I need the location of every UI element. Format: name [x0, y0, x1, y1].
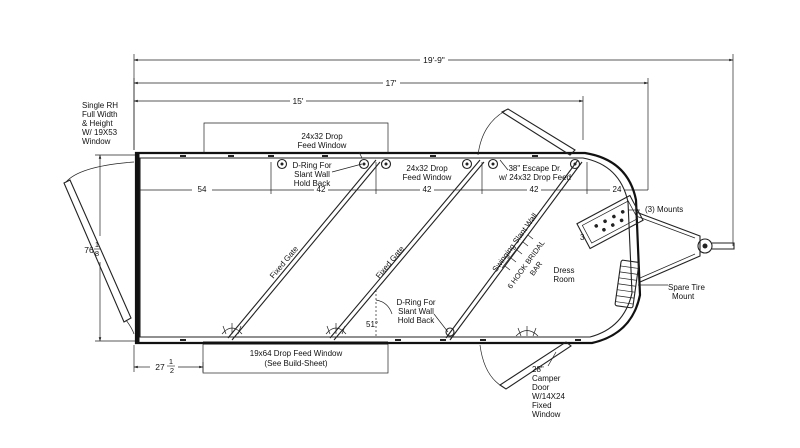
drop-feed-window-bottom: 19x64 Drop Feed Window (See Build-Sheet)	[250, 349, 343, 368]
svg-text:19x64 Drop Feed Window: 19x64 Drop Feed Window	[250, 349, 343, 358]
svg-text:(See Build-Sheet): (See Build-Sheet)	[264, 359, 327, 368]
d-ring-icon	[569, 158, 581, 170]
svg-text:Full Width: Full Width	[82, 110, 118, 119]
trailer-tongue	[635, 211, 735, 283]
svg-text:Slant Wall: Slant Wall	[398, 307, 434, 316]
svg-text:Feed Window: Feed Window	[298, 141, 347, 150]
dim-42-a: 42	[317, 185, 326, 194]
svg-text:24x32 Drop: 24x32 Drop	[406, 164, 448, 173]
swinging-slant-wall-label: Swinging Slant Wall	[491, 211, 540, 273]
d-ring-icon	[380, 158, 392, 170]
interior-fixtures: 3	[227, 159, 644, 341]
svg-text:Room: Room	[553, 275, 575, 284]
dim-rear: 27 1 2	[155, 357, 175, 375]
escape-door-label: 38" Escape Dr. w/ 24x32 Drop Feed	[498, 164, 571, 182]
svg-text:2: 2	[170, 366, 174, 375]
svg-text:Hold Back: Hold Back	[294, 179, 331, 188]
mounts-label: (3) Mounts	[645, 205, 683, 214]
roof-vent-icon	[515, 326, 539, 337]
top-feed-window-outline	[203, 122, 389, 153]
svg-text:24x32 Drop: 24x32 Drop	[301, 132, 343, 141]
hitch-coupler-icon	[697, 238, 713, 254]
d-ring-icon	[276, 158, 288, 170]
svg-text:Fixed: Fixed	[532, 401, 552, 410]
roof-vent-icon	[221, 323, 243, 335]
spare-tire-icon	[614, 259, 640, 309]
svg-text:Feed Window: Feed Window	[403, 173, 452, 182]
svg-text:Hold Back: Hold Back	[398, 316, 435, 325]
d-ring-icon	[445, 327, 455, 337]
fixed-gate-1	[227, 159, 377, 339]
d-ring-icon	[358, 158, 370, 170]
svg-text:D-Ring For: D-Ring For	[292, 161, 331, 170]
camper-door	[479, 341, 572, 390]
svg-text:Mount: Mount	[672, 292, 695, 301]
saddle-rack-number: 3	[580, 233, 585, 242]
camper-door-label: 28" Camper Door W/14X24 Fixed Window	[532, 365, 565, 419]
dim-17ft: 17'	[385, 78, 396, 88]
svg-text:8: 8	[95, 249, 99, 258]
svg-text:Window: Window	[82, 137, 111, 146]
svg-text:Window: Window	[532, 410, 561, 419]
bridal-bar-hooks	[501, 231, 534, 271]
svg-text:W/ 19X53: W/ 19X53	[82, 128, 118, 137]
drop-feed-window-top-2: 24x32 Drop Feed Window	[403, 164, 452, 182]
d-ring-bottom-label: D-Ring For Slant Wall Hold Back	[396, 298, 435, 325]
d-ring-icon	[487, 158, 499, 170]
dim-15ft: 15'	[292, 96, 303, 106]
d-ring-icon	[461, 158, 473, 170]
dimension-lines: 19'-9" 17' 15' 54 42 42 42 24 76 1	[84, 54, 734, 375]
svg-text:28": 28"	[532, 365, 544, 374]
svg-text:1: 1	[169, 357, 173, 366]
svg-text:1: 1	[95, 240, 99, 249]
dress-room-label: Dress Room	[553, 266, 575, 284]
svg-text:76: 76	[84, 245, 94, 255]
svg-text:27: 27	[155, 362, 165, 372]
escape-door	[477, 108, 576, 156]
dim-42-c: 42	[530, 185, 539, 194]
roof-vents	[221, 323, 539, 337]
dim-24: 24	[613, 185, 622, 194]
wall-fasteners	[180, 155, 581, 341]
drop-feed-window-top-1: 24x32 Drop Feed Window	[298, 132, 347, 150]
d-rings	[276, 158, 581, 337]
fixed-gate-1-label: Fixed Gate	[268, 244, 300, 280]
leader-lines	[331, 151, 668, 367]
rear-window-label: Single RH Full Width & Height W/ 19X53 W…	[82, 101, 118, 146]
bottom-feed-window-outline	[202, 342, 389, 374]
fixed-gate-2	[329, 159, 481, 339]
spare-tire-label: Spare Tire Mount	[668, 283, 705, 301]
svg-text:Slant Wall: Slant Wall	[294, 170, 330, 179]
trailer-body	[63, 108, 735, 390]
svg-text:w/ 24x32 Drop Feed: w/ 24x32 Drop Feed	[498, 173, 571, 182]
d-ring-top-label: D-Ring For Slant Wall Hold Back	[292, 161, 331, 188]
dim-42-b: 42	[423, 185, 432, 194]
svg-text:Dress: Dress	[554, 266, 575, 275]
svg-text:Single RH: Single RH	[82, 101, 118, 110]
swinging-slant-wall	[445, 159, 579, 339]
dim-width: 76 1 8	[84, 240, 100, 258]
fixed-gate-2-label: Fixed Gate	[374, 244, 406, 280]
svg-text:Door: Door	[532, 383, 550, 392]
roof-vent-icon	[325, 323, 347, 335]
svg-text:D-Ring For: D-Ring For	[396, 298, 435, 307]
svg-text:& Height: & Height	[82, 119, 113, 128]
dim-overall: 19'-9"	[423, 55, 445, 65]
svg-text:38" Escape Dr.: 38" Escape Dr.	[508, 164, 561, 173]
saddle-rack-icon	[576, 194, 644, 250]
svg-text:Camper: Camper	[532, 374, 561, 383]
svg-text:W/14X24: W/14X24	[532, 392, 565, 401]
svg-text:Spare Tire: Spare Tire	[668, 283, 705, 292]
dim-54: 54	[198, 185, 207, 194]
angle-label: 51°	[366, 320, 378, 329]
